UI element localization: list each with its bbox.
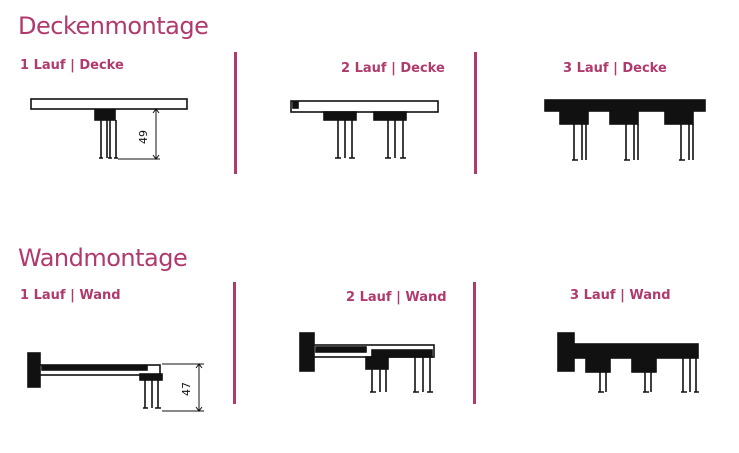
divider-ceiling-2: [474, 52, 477, 174]
label-3-lauf-decke: 3 Lauf | Decke: [563, 61, 667, 76]
label-2-lauf-wand: 2 Lauf | Wand: [346, 290, 447, 305]
label-1-lauf-wand: 1 Lauf | Wand: [20, 288, 121, 303]
title-wandmontage: Wandmontage: [18, 244, 188, 272]
ceiling-1-lauf-drawing: [30, 98, 188, 160]
label-2-lauf-decke: 2 Lauf | Decke: [341, 61, 445, 76]
divider-wall-1: [233, 282, 236, 404]
dimension-label-49: 49: [137, 130, 150, 144]
wall-3-lauf-drawing: [557, 332, 699, 393]
dimension-label-47: 47: [180, 382, 193, 396]
ceiling-2-lauf-drawing: [290, 100, 439, 159]
title-deckenmontage: Deckenmontage: [18, 12, 209, 40]
wall-1-lauf-drawing: [27, 352, 204, 412]
label-1-lauf-decke: 1 Lauf | Decke: [20, 58, 124, 73]
divider-wall-2: [473, 282, 476, 404]
label-3-lauf-wand: 3 Lauf | Wand: [570, 288, 671, 303]
ceiling-3-lauf-drawing: [544, 99, 706, 161]
divider-ceiling-1: [234, 52, 237, 174]
wall-2-lauf-drawing: [299, 332, 435, 393]
